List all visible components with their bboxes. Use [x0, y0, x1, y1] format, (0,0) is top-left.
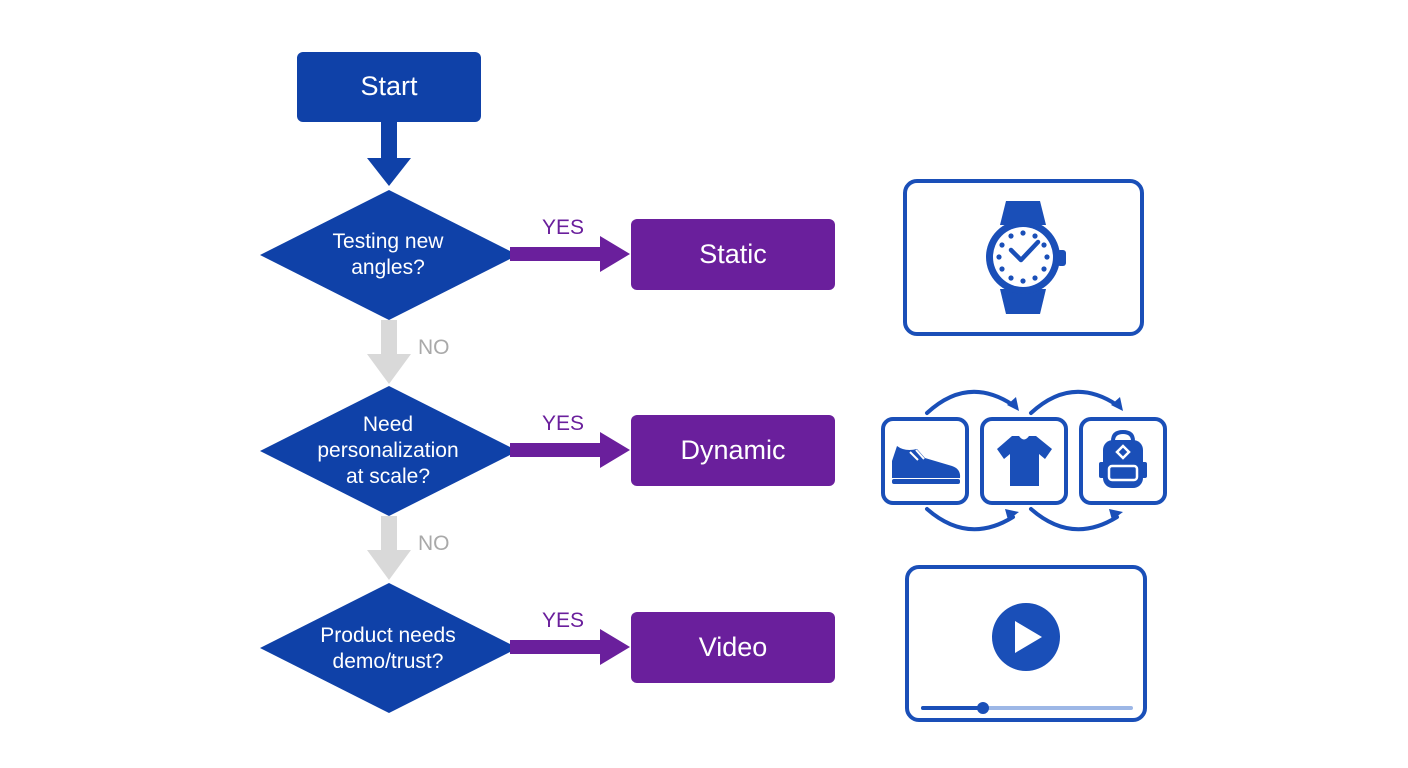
- no-arrow-1: [367, 320, 411, 384]
- decision-label-testing-new-angles: Testing new angles?: [332, 229, 444, 279]
- tshirt-icon: [997, 436, 1052, 486]
- shoe-icon: [892, 446, 961, 484]
- start-label: Start: [360, 71, 418, 102]
- start-node: [297, 52, 481, 122]
- video-player-icon: [905, 565, 1147, 722]
- video-progress-handle: [977, 702, 989, 714]
- yes-label-3: YES: [541, 609, 585, 632]
- yes-label-1: YES: [541, 216, 585, 239]
- yes-arrow-1: [510, 236, 630, 272]
- no-label-1: NO: [418, 336, 450, 359]
- yes-label-2: YES: [541, 412, 585, 435]
- decision-label-product-demo-trust: Product needs demo/trust?: [320, 623, 456, 673]
- start-to-q1-arrow: [367, 122, 411, 186]
- yes-arrow-3: [510, 629, 630, 665]
- decision-product-demo-trust: [260, 583, 518, 713]
- no-arrow-2: [367, 516, 411, 580]
- yes-arrow-2: [510, 432, 630, 468]
- decision-personalization-at-scale: [260, 386, 518, 516]
- outcome-dynamic-label: Dynamic: [680, 434, 786, 465]
- outcome-static-box: [631, 219, 835, 290]
- backpack-icon: [1099, 429, 1147, 488]
- product-carousel-icon: [881, 389, 1167, 532]
- outcome-video-box: [631, 612, 835, 683]
- outcome-dynamic-box: [631, 415, 835, 486]
- decision-testing-new-angles: [260, 190, 518, 320]
- decision-label-personalization-at-scale: Need personalization at scale?: [317, 412, 459, 489]
- outcome-static-label: Static: [699, 238, 767, 269]
- video-progress-fill: [921, 706, 983, 710]
- watch-icon: [903, 179, 1144, 336]
- outcome-video-label: Video: [698, 631, 768, 662]
- no-label-2: NO: [418, 532, 450, 555]
